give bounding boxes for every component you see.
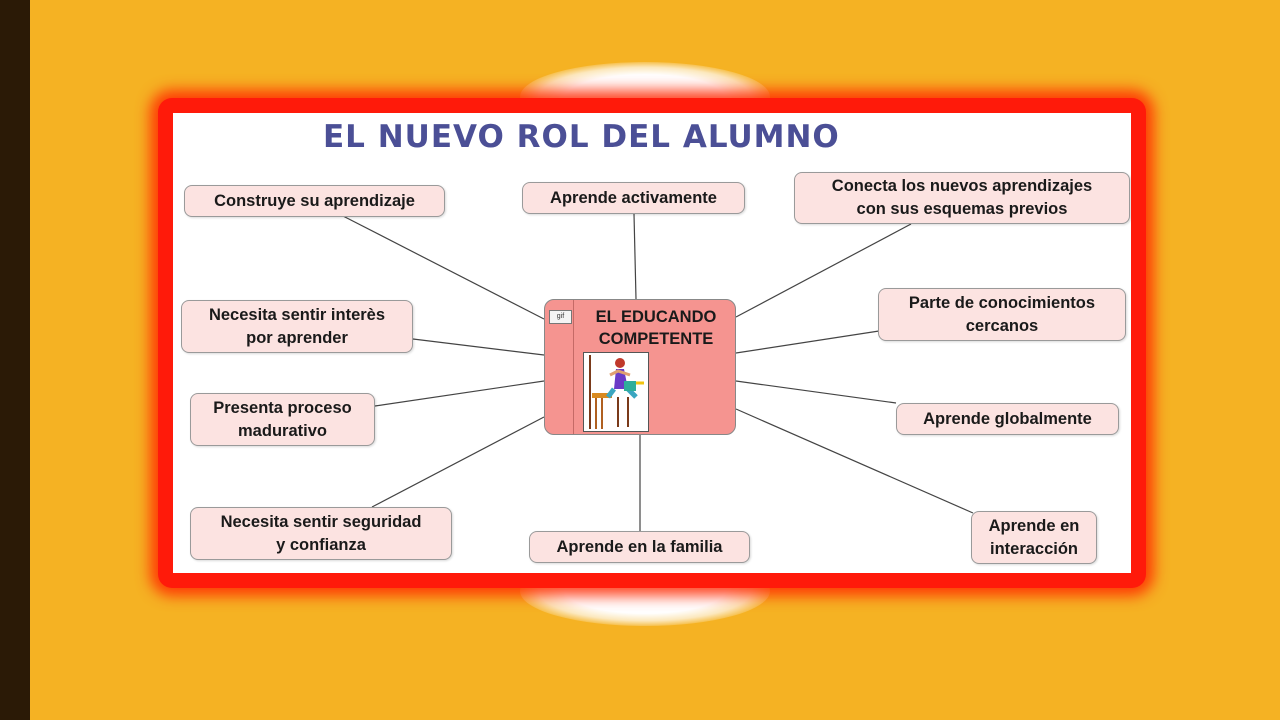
node-necesita-interes: Necesita sentir interès por aprender bbox=[181, 300, 413, 353]
left-accent-bar bbox=[0, 0, 30, 720]
central-node: gif EL EDUCANDO COMPETENTE bbox=[544, 299, 736, 435]
link-necesita-interes bbox=[413, 339, 544, 355]
node-aprende-familia: Aprende en la familia bbox=[529, 531, 750, 563]
node-conecta: Conecta los nuevos aprendizajes con sus … bbox=[794, 172, 1130, 224]
node-parte-conocimientos: Parte de conocimientos cercanos bbox=[878, 288, 1126, 341]
node-presenta-proceso: Presenta proceso madurativo bbox=[190, 393, 375, 446]
student-illustration bbox=[583, 352, 649, 432]
central-node-divider bbox=[573, 300, 574, 434]
node-aprende-interaccion: Aprende en interacción bbox=[971, 511, 1097, 564]
link-parte-conocimientos bbox=[736, 331, 879, 353]
gif-icon: gif bbox=[549, 310, 572, 324]
link-aprende-globalmente bbox=[736, 381, 896, 403]
node-aprende-activamente: Aprende activamente bbox=[522, 182, 745, 214]
mind-map-image: EL NUEVO ROL DEL ALUMNO gif EL EDUCANDO … bbox=[173, 113, 1131, 573]
node-aprende-globalmente: Aprende globalmente bbox=[896, 403, 1119, 435]
central-node-label: EL EDUCANDO COMPETENTE bbox=[581, 306, 731, 350]
link-aprende-activamente bbox=[634, 214, 636, 299]
link-necesita-seguridad bbox=[372, 417, 544, 507]
node-necesita-seguridad: Necesita sentir seguridad y confianza bbox=[190, 507, 452, 560]
link-presenta-proceso bbox=[375, 381, 544, 406]
diagram-title: EL NUEVO ROL DEL ALUMNO bbox=[323, 119, 840, 155]
node-construye: Construye su aprendizaje bbox=[184, 185, 445, 217]
